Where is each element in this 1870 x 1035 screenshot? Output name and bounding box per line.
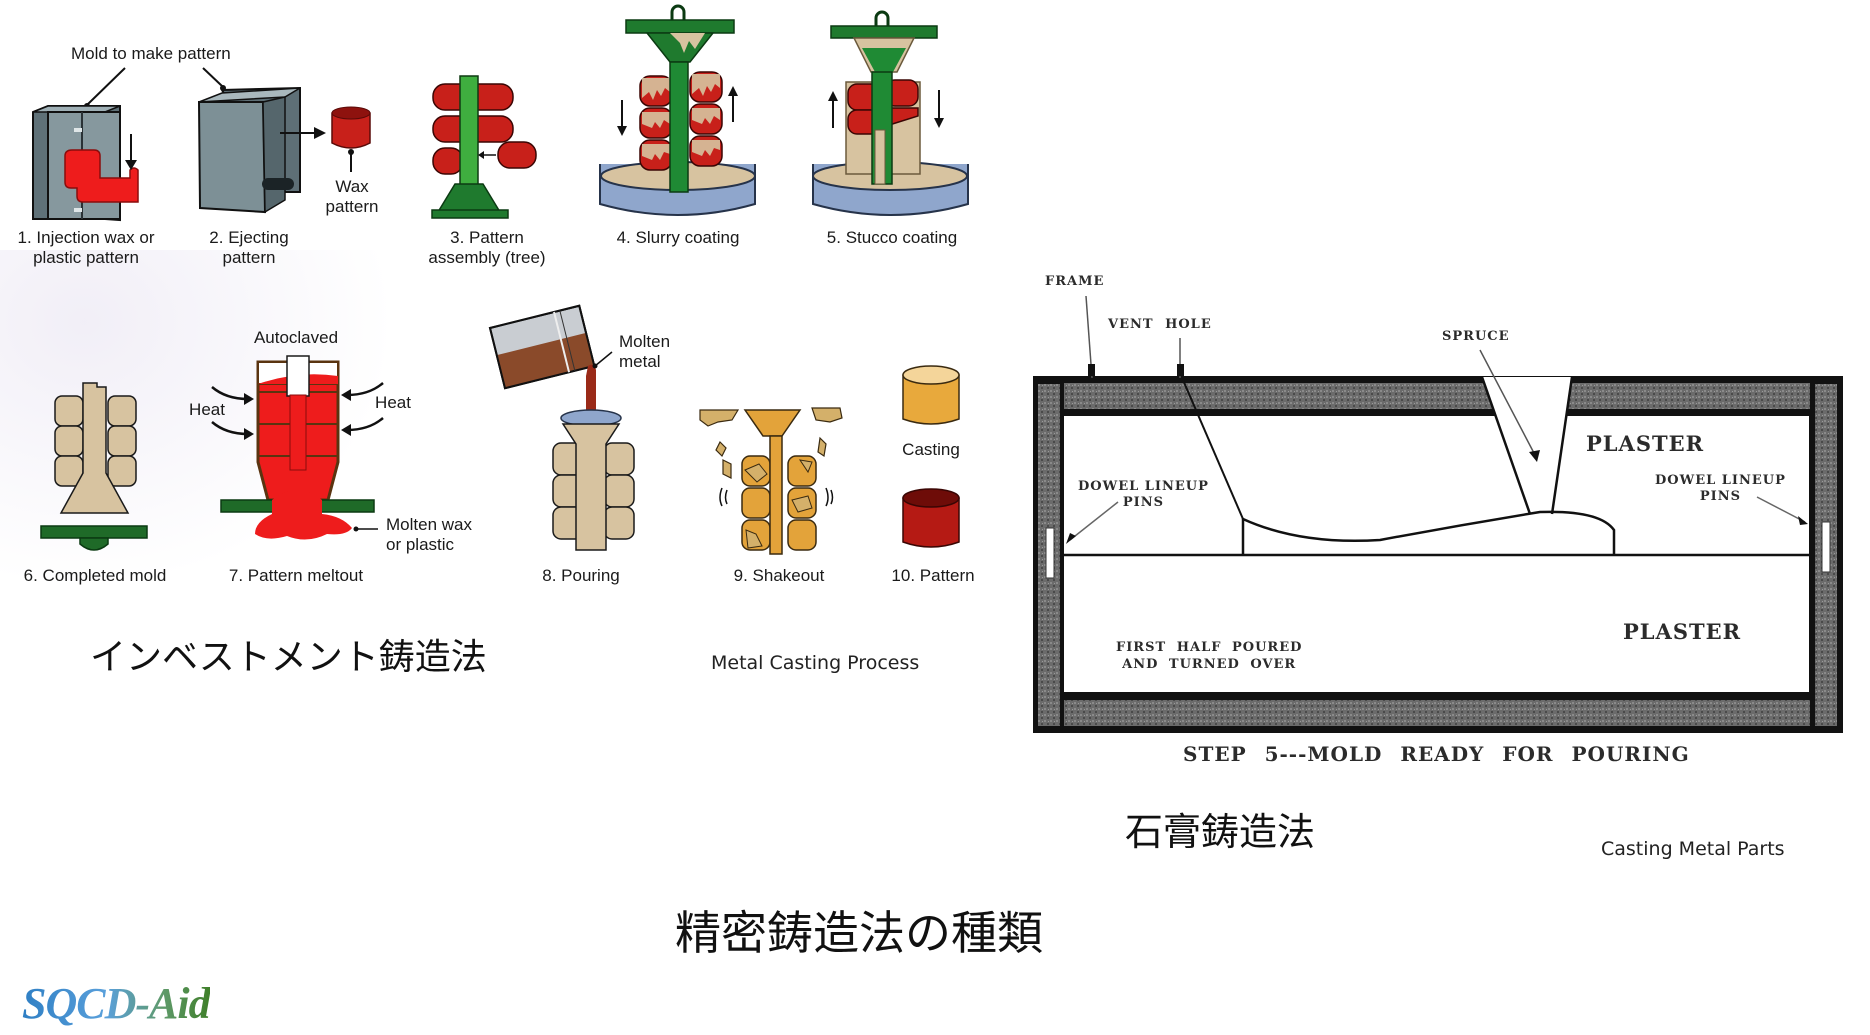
step-label-2: 2. Ejecting pattern (209, 228, 289, 267)
label-plaster-lower: PLASTER (1623, 619, 1742, 644)
label-frame: FRAME (1045, 274, 1105, 289)
step5-stucco-illustration (812, 10, 969, 216)
step-label-8: 8. Pouring (542, 566, 620, 585)
step-label-1: 1. Injection wax or plastic pattern (17, 228, 155, 267)
step-label-4: 4. Slurry coating (616, 228, 740, 247)
label-spruce: SPRUCE (1442, 329, 1510, 344)
step3-tree-illustration (431, 75, 537, 219)
step-label-10: 10. Pattern (891, 566, 975, 585)
step6-completed-mold-illustration (40, 382, 148, 551)
step-label-9: 9. Shakeout (733, 566, 825, 585)
callout-molten-wax: Molten wax or plastic (386, 515, 472, 554)
investment-casting-source: Metal Casting Process (711, 652, 920, 674)
page-title: 精密鋳造法の種類 (675, 906, 1043, 960)
callout-heat-left: Heat (189, 400, 225, 419)
sqcd-aid-logo: SQCD-Aid (22, 979, 211, 1028)
callout-autoclaved: Autoclaved (253, 328, 339, 347)
step7-meltout-illustration (211, 355, 384, 540)
plaster-mold-diagram (1033, 295, 1843, 733)
step10-casting-pattern-illustration (902, 365, 960, 548)
plaster-step-caption: STEP 5---MOLD READY FOR POURING (1183, 742, 1690, 766)
callout-casting: Casting (902, 440, 960, 459)
callout-heat-right: Heat (375, 393, 411, 412)
step-label-6: 6. Completed mold (23, 566, 167, 585)
label-dowel-left: DOWEL LINEUP PINS (1078, 479, 1209, 510)
step9-shakeout-illustration (699, 407, 843, 555)
label-first-half-poured: FIRST HALF POURED AND TURNED OVER (1116, 640, 1303, 672)
step-label-5: 5. Stucco coating (826, 228, 958, 247)
label-vent-hole: VENT HOLE (1108, 317, 1212, 332)
callout-mold-to-make-pattern: Mold to make pattern (71, 44, 231, 63)
callout-leader-lines (84, 67, 226, 109)
step8-pouring-illustration (488, 304, 635, 551)
step4-slurry-illustration (599, 4, 756, 216)
callout-wax-pattern: Wax pattern (325, 177, 379, 216)
step-label-3: 3. Pattern assembly (tree) (428, 228, 546, 267)
plaster-casting-caption: 石膏鋳造法 (1125, 810, 1316, 854)
step1-injection-mold-illustration (32, 67, 226, 222)
investment-casting-caption: インベストメント鋳造法 (90, 637, 487, 678)
callout-molten-metal: Molten metal (619, 332, 671, 371)
label-dowel-right: DOWEL LINEUP PINS (1655, 473, 1786, 504)
step2-ejecting-illustration (197, 86, 371, 214)
step-label-7: 7. Pattern meltout (228, 566, 364, 585)
plaster-casting-source: Casting Metal Parts (1601, 838, 1785, 860)
label-plaster-upper: PLASTER (1586, 431, 1705, 456)
